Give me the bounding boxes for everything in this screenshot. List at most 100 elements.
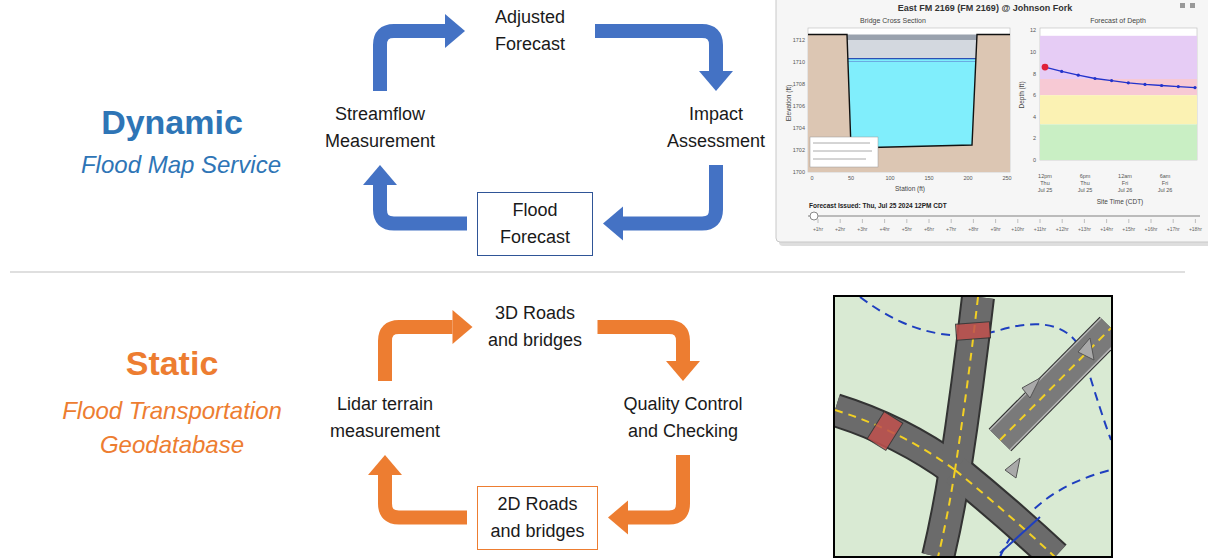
slider-tick-label: +4hr bbox=[880, 226, 890, 232]
slider-tick-label: +9hr bbox=[991, 226, 1001, 232]
axis-tick: 12 bbox=[1030, 27, 1036, 34]
slider-tick-label: +1hr bbox=[813, 226, 823, 232]
cycle-step: Quality Control and Checking bbox=[613, 391, 753, 445]
axis-tick: 1708 bbox=[793, 81, 805, 88]
axis-tick: 0 bbox=[1033, 157, 1036, 164]
cycle-arrow bbox=[598, 327, 701, 381]
arrow-shaft bbox=[595, 31, 716, 71]
slider-tick-label: +2hr bbox=[835, 226, 845, 232]
chart-title: East FM 2169 (FM 2169) @ Johnson Fork bbox=[898, 3, 1072, 14]
forecast-screenshot bbox=[776, 0, 1208, 246]
arrow-shaft bbox=[385, 475, 467, 518]
axis-tick: Jul 26 bbox=[1158, 187, 1173, 194]
axis-tick: 6 bbox=[1033, 92, 1036, 99]
slider-tick-label: +12hr bbox=[1056, 226, 1069, 232]
cycle-step: Lidar terrain measurement bbox=[323, 391, 448, 445]
arrow-head bbox=[445, 14, 465, 48]
section-subtitle: Flood Map Service bbox=[81, 151, 281, 180]
cycle-arrow bbox=[368, 455, 467, 518]
road-illustration bbox=[834, 296, 1121, 557]
cycle-arrow bbox=[380, 14, 465, 91]
axis-tick: 2 bbox=[1033, 135, 1036, 142]
axis-tick: 6am bbox=[1160, 173, 1171, 180]
axis-tick: Thu bbox=[1040, 180, 1049, 187]
axis-tick: Thu bbox=[1080, 180, 1089, 187]
arrow-shaft bbox=[628, 455, 683, 518]
slider-tick-label: +3hr bbox=[857, 226, 867, 232]
arrow-head bbox=[603, 207, 623, 241]
axis-tick: 100 bbox=[885, 175, 894, 182]
section-heading: Dynamic bbox=[101, 102, 243, 143]
axis-tick: 12pm bbox=[1038, 173, 1052, 180]
axis-tick: 1712 bbox=[793, 37, 805, 44]
arrow-head bbox=[666, 361, 700, 381]
axis-tick: 6pm bbox=[1080, 173, 1091, 180]
slider-tick-label: +13hr bbox=[1078, 226, 1091, 232]
process-box: Flood Forecast bbox=[477, 192, 593, 256]
axis-tick: 1702 bbox=[793, 147, 805, 154]
cycle-arrow bbox=[595, 31, 733, 91]
step-text: 2D Roads and bridges bbox=[486, 491, 589, 545]
cycle-step: Streamflow Measurement bbox=[315, 101, 445, 155]
cycle-step: Impact Assessment bbox=[656, 101, 776, 155]
arrow-shaft bbox=[598, 327, 684, 361]
cycle-arrow bbox=[363, 165, 467, 224]
axis-tick: 0 bbox=[810, 175, 813, 182]
axis-tick: 1706 bbox=[793, 103, 805, 110]
step-text: 3D Roads and bridges bbox=[483, 300, 588, 354]
slider-tick-label: +5hr bbox=[902, 226, 912, 232]
axis-tick: 10 bbox=[1030, 49, 1036, 56]
axis-title: Elevation (ft) bbox=[785, 85, 793, 122]
section-heading: Static bbox=[126, 343, 219, 384]
arrow-head bbox=[453, 310, 473, 344]
axis-tick: Fri bbox=[1162, 180, 1168, 187]
axis-tick: Jul 25 bbox=[1078, 187, 1093, 194]
slider-tick-label: +6hr bbox=[924, 226, 934, 232]
issue-note: Forecast Issued: Thu, Jul 25 2024 12PM C… bbox=[809, 202, 947, 210]
axis-tick: 50 bbox=[848, 175, 854, 182]
step-text: Flood Forecast bbox=[486, 197, 584, 251]
section-subtitle: Flood Transportation Geodatabase bbox=[42, 394, 302, 462]
step-text: Streamflow Measurement bbox=[315, 101, 445, 155]
arrow-shaft bbox=[623, 165, 716, 224]
separator-line bbox=[10, 271, 1185, 273]
cycle-arrow bbox=[385, 310, 473, 381]
panel-title: Bridge Cross Section bbox=[860, 17, 926, 25]
slider-tick-label: +14hr bbox=[1100, 226, 1113, 232]
slider-tick-label: +8hr bbox=[968, 226, 978, 232]
axis-tick: Jul 25 bbox=[1038, 187, 1053, 194]
axis-tick: 1704 bbox=[793, 125, 805, 132]
step-text: Adjusted Forecast bbox=[475, 4, 585, 58]
axis-tick: Jul 26 bbox=[1118, 187, 1133, 194]
axis-title: Station (ft) bbox=[895, 185, 925, 193]
panel-title: Forecast of Depth bbox=[1090, 17, 1146, 25]
cycle-step: Adjusted Forecast bbox=[475, 4, 585, 58]
arrow-head bbox=[368, 455, 402, 475]
cycle-step: 3D Roads and bridges bbox=[483, 300, 588, 354]
slider-tick-label: +15hr bbox=[1122, 226, 1135, 232]
arrow-shaft bbox=[385, 327, 453, 381]
slider-tick-label: +18hr bbox=[1189, 226, 1202, 232]
step-text: Impact Assessment bbox=[656, 101, 776, 155]
axis-tick: 250 bbox=[1002, 175, 1011, 182]
slider-tick-label: +17hr bbox=[1167, 226, 1180, 232]
slider-tick-label: +16hr bbox=[1145, 226, 1158, 232]
axis-tick: 200 bbox=[963, 175, 972, 182]
slider-tick-label: +10hr bbox=[1011, 226, 1024, 232]
axis-tick: 4 bbox=[1033, 114, 1036, 121]
slider-tick-label: +11hr bbox=[1034, 226, 1047, 232]
axis-tick: 1710 bbox=[793, 59, 805, 66]
arrow-shaft bbox=[380, 31, 445, 91]
arrow-shaft bbox=[380, 185, 467, 224]
axis-tick: 12am bbox=[1118, 173, 1132, 180]
process-box: 2D Roads and bridges bbox=[477, 486, 598, 550]
axis-tick: 8 bbox=[1033, 70, 1036, 77]
arrow-head bbox=[699, 71, 733, 91]
step-text: Quality Control and Checking bbox=[613, 391, 753, 445]
axis-title: Depth (ft) bbox=[1018, 81, 1026, 108]
slider-tick-label: +7hr bbox=[946, 226, 956, 232]
axis-tick: 1700 bbox=[793, 169, 805, 176]
cycle-arrow bbox=[603, 165, 716, 241]
cycle-arrow bbox=[608, 455, 683, 535]
